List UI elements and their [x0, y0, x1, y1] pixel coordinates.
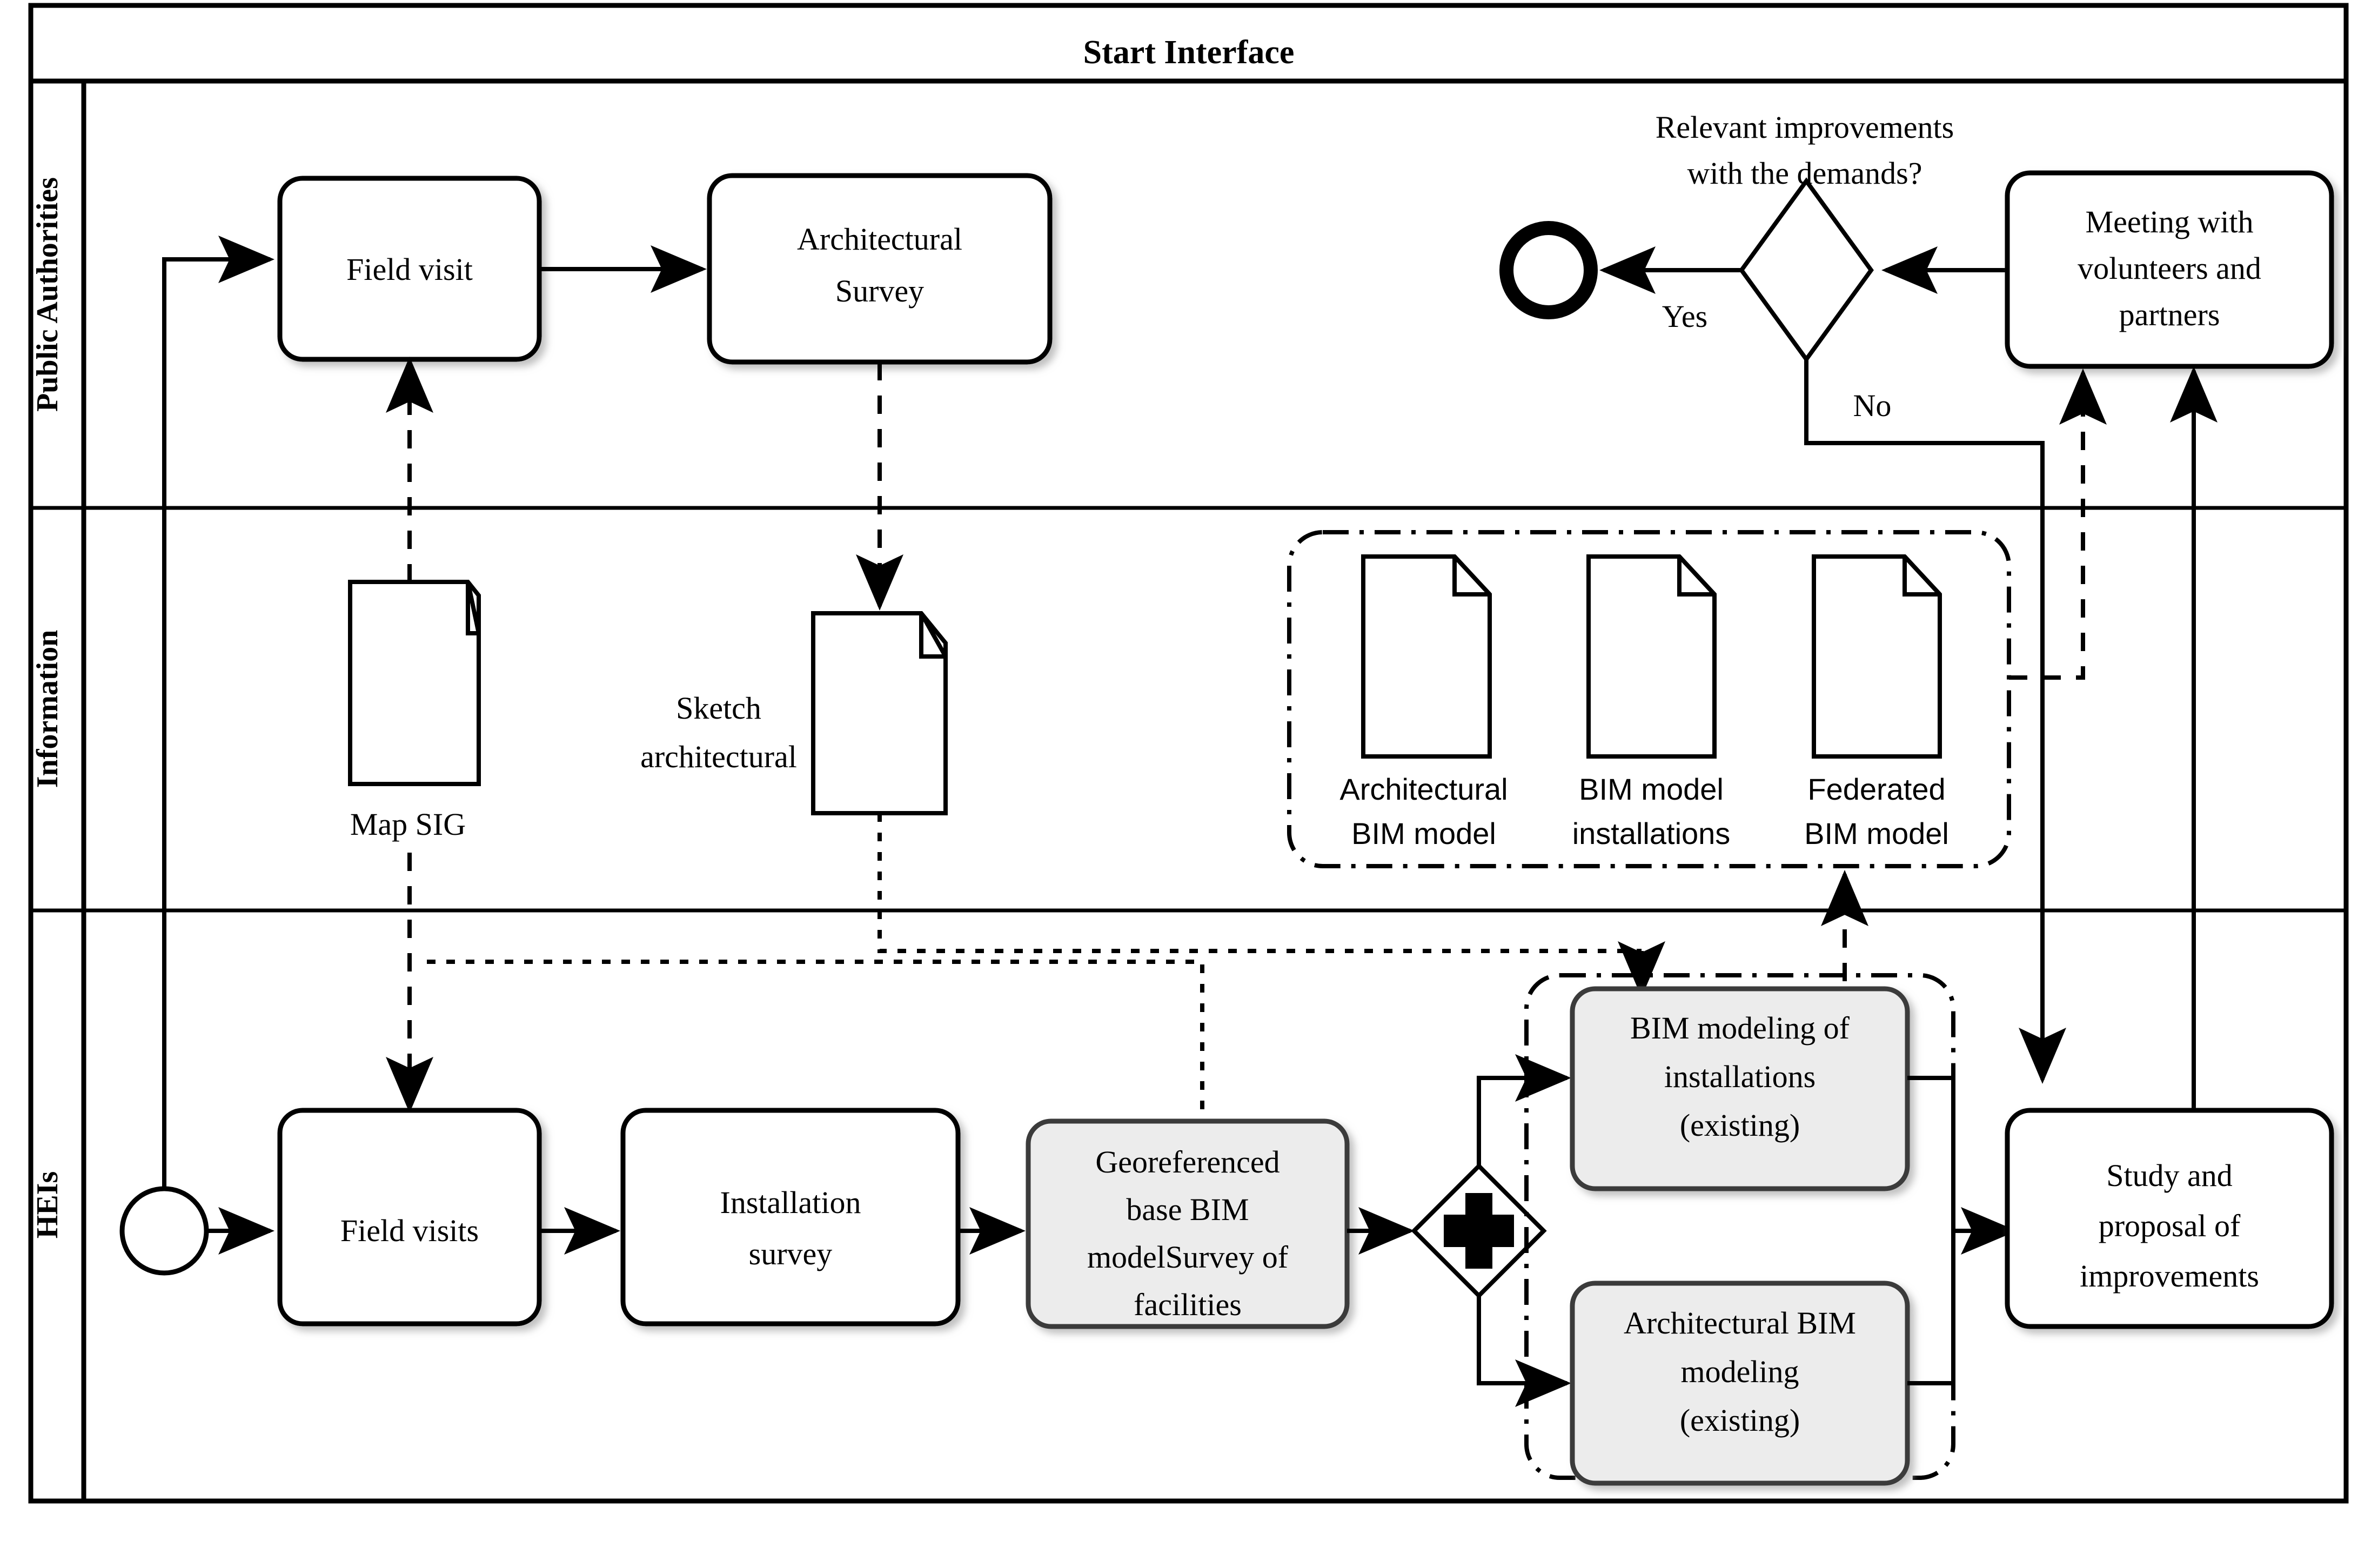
assoc-bimgroup-to-meeting: [2009, 368, 2107, 680]
task-architectural-survey-label-line1: Architectural: [797, 222, 962, 257]
start-event: [119, 1186, 209, 1276]
artifact-sketch-label-line2: architectural: [640, 739, 797, 774]
lane-label-heis: HEIs: [31, 1171, 64, 1239]
task-georeferenced-base-bim-model[interactable]: Georeferenced base BIM modelSurvey of fa…: [1026, 1118, 1350, 1329]
group-bim-models: [1287, 530, 2011, 868]
artifact-bim-model-installations: [1586, 554, 1717, 759]
task-architectural-bim-modeling[interactable]: Architectural BIM modeling (existing): [1570, 1281, 1910, 1486]
pool-frame: [28, 3, 2349, 1504]
task-meeting-label-line3: partners: [2119, 297, 2220, 332]
task-study-label-line1: Study and: [2106, 1158, 2233, 1193]
task-bim-installations-label-line2: installations: [1664, 1059, 1816, 1094]
assoc-sketch-to-georef: [877, 813, 1665, 997]
task-bim-installations-label-line3: (existing): [1680, 1108, 1800, 1143]
artifact-sketch-architectural: [811, 611, 948, 815]
task-bim-installations-label-line1: BIM modeling of: [1630, 1010, 1850, 1046]
task-installation-survey[interactable]: Installation survey: [620, 1108, 961, 1326]
task-meeting-volunteers-partners[interactable]: Meeting with volunteers and partners: [2005, 170, 2334, 369]
edge-label-yes: Yes: [1662, 299, 1707, 334]
artifact-architectural-bim-model-label-line2: BIM model: [1351, 816, 1496, 850]
task-field-visits[interactable]: Field visits: [277, 1108, 542, 1326]
flow-yes: Yes: [1599, 246, 1741, 334]
task-arch-bim-modeling-label-line3: (existing): [1680, 1403, 1800, 1438]
artifact-bim-model-installations-label-line1: BIM model: [1579, 772, 1724, 806]
artifact-federated-bim-model-label-line2: BIM model: [1804, 816, 1949, 850]
page-title: Start Interface: [1083, 34, 1295, 71]
gateway-question-line2: with the demands?: [1687, 156, 1922, 191]
artifact-sketch-label-line1: Sketch: [676, 691, 761, 726]
lane-label-information: Information: [31, 630, 64, 788]
task-georef-label-line1: Georeferenced: [1095, 1144, 1280, 1180]
task-meeting-label-line2: volunteers and: [2078, 251, 2261, 286]
gateway-question-line1: Relevant improvements: [1656, 110, 1954, 145]
task-arch-bim-modeling-label-line2: modeling: [1680, 1354, 1799, 1389]
flow-no: No: [1804, 359, 2066, 1084]
flow-join-to-study: [1907, 1076, 2017, 1385]
artifact-architectural-bim-model: [1361, 554, 1492, 759]
task-georef-label-line4: facilities: [1134, 1287, 1242, 1322]
task-arch-bim-modeling-label-line1: Architectural BIM: [1624, 1305, 1856, 1341]
lane-label-public-authorities: Public Authorities: [31, 177, 64, 412]
artifact-federated-bim-model-label-line1: Federated: [1807, 772, 1945, 806]
flow-split-to-bim-installations: [1477, 1054, 1571, 1166]
artifact-federated-bim-model: [1812, 554, 1942, 759]
task-field-visits-label: Field visits: [340, 1213, 479, 1248]
task-study-label-line3: improvements: [2080, 1258, 2259, 1294]
artifact-bim-model-installations-label-line2: installations: [1572, 816, 1731, 850]
task-architectural-survey-label-line2: Survey: [835, 273, 924, 309]
task-study-label-line2: proposal of: [2099, 1208, 2241, 1243]
task-georef-label-line3: modelSurvey of: [1087, 1239, 1289, 1275]
end-event: [1499, 221, 1598, 319]
edge-label-no: No: [1853, 388, 1892, 423]
artifact-map-sig-label: Map SIG: [350, 807, 466, 842]
task-bim-modeling-installations[interactable]: BIM modeling of installations (existing): [1570, 986, 1910, 1191]
artifact-map-sig: [348, 580, 481, 786]
flow-split-to-arch-bim: [1477, 1296, 1571, 1407]
artifact-architectural-bim-model-label-line1: Architectural: [1339, 772, 1508, 806]
task-study-proposal-improvements[interactable]: Study and proposal of improvements: [2005, 1108, 2334, 1329]
flow-loop-to-field-visit: [162, 236, 274, 1231]
task-georef-label-line2: base BIM: [1126, 1192, 1249, 1227]
task-meeting-label-line1: Meeting with: [2086, 204, 2254, 239]
task-field-visit[interactable]: Field visit: [277, 176, 542, 362]
task-field-visit-label: Field visit: [346, 252, 473, 287]
gateway-relevant-improvements[interactable]: [1739, 177, 1874, 363]
task-installation-survey-label-line1: Installation: [720, 1185, 861, 1220]
task-installation-survey-label-line2: survey: [749, 1236, 833, 1271]
task-architectural-survey[interactable]: Architectural Survey: [707, 173, 1053, 365]
